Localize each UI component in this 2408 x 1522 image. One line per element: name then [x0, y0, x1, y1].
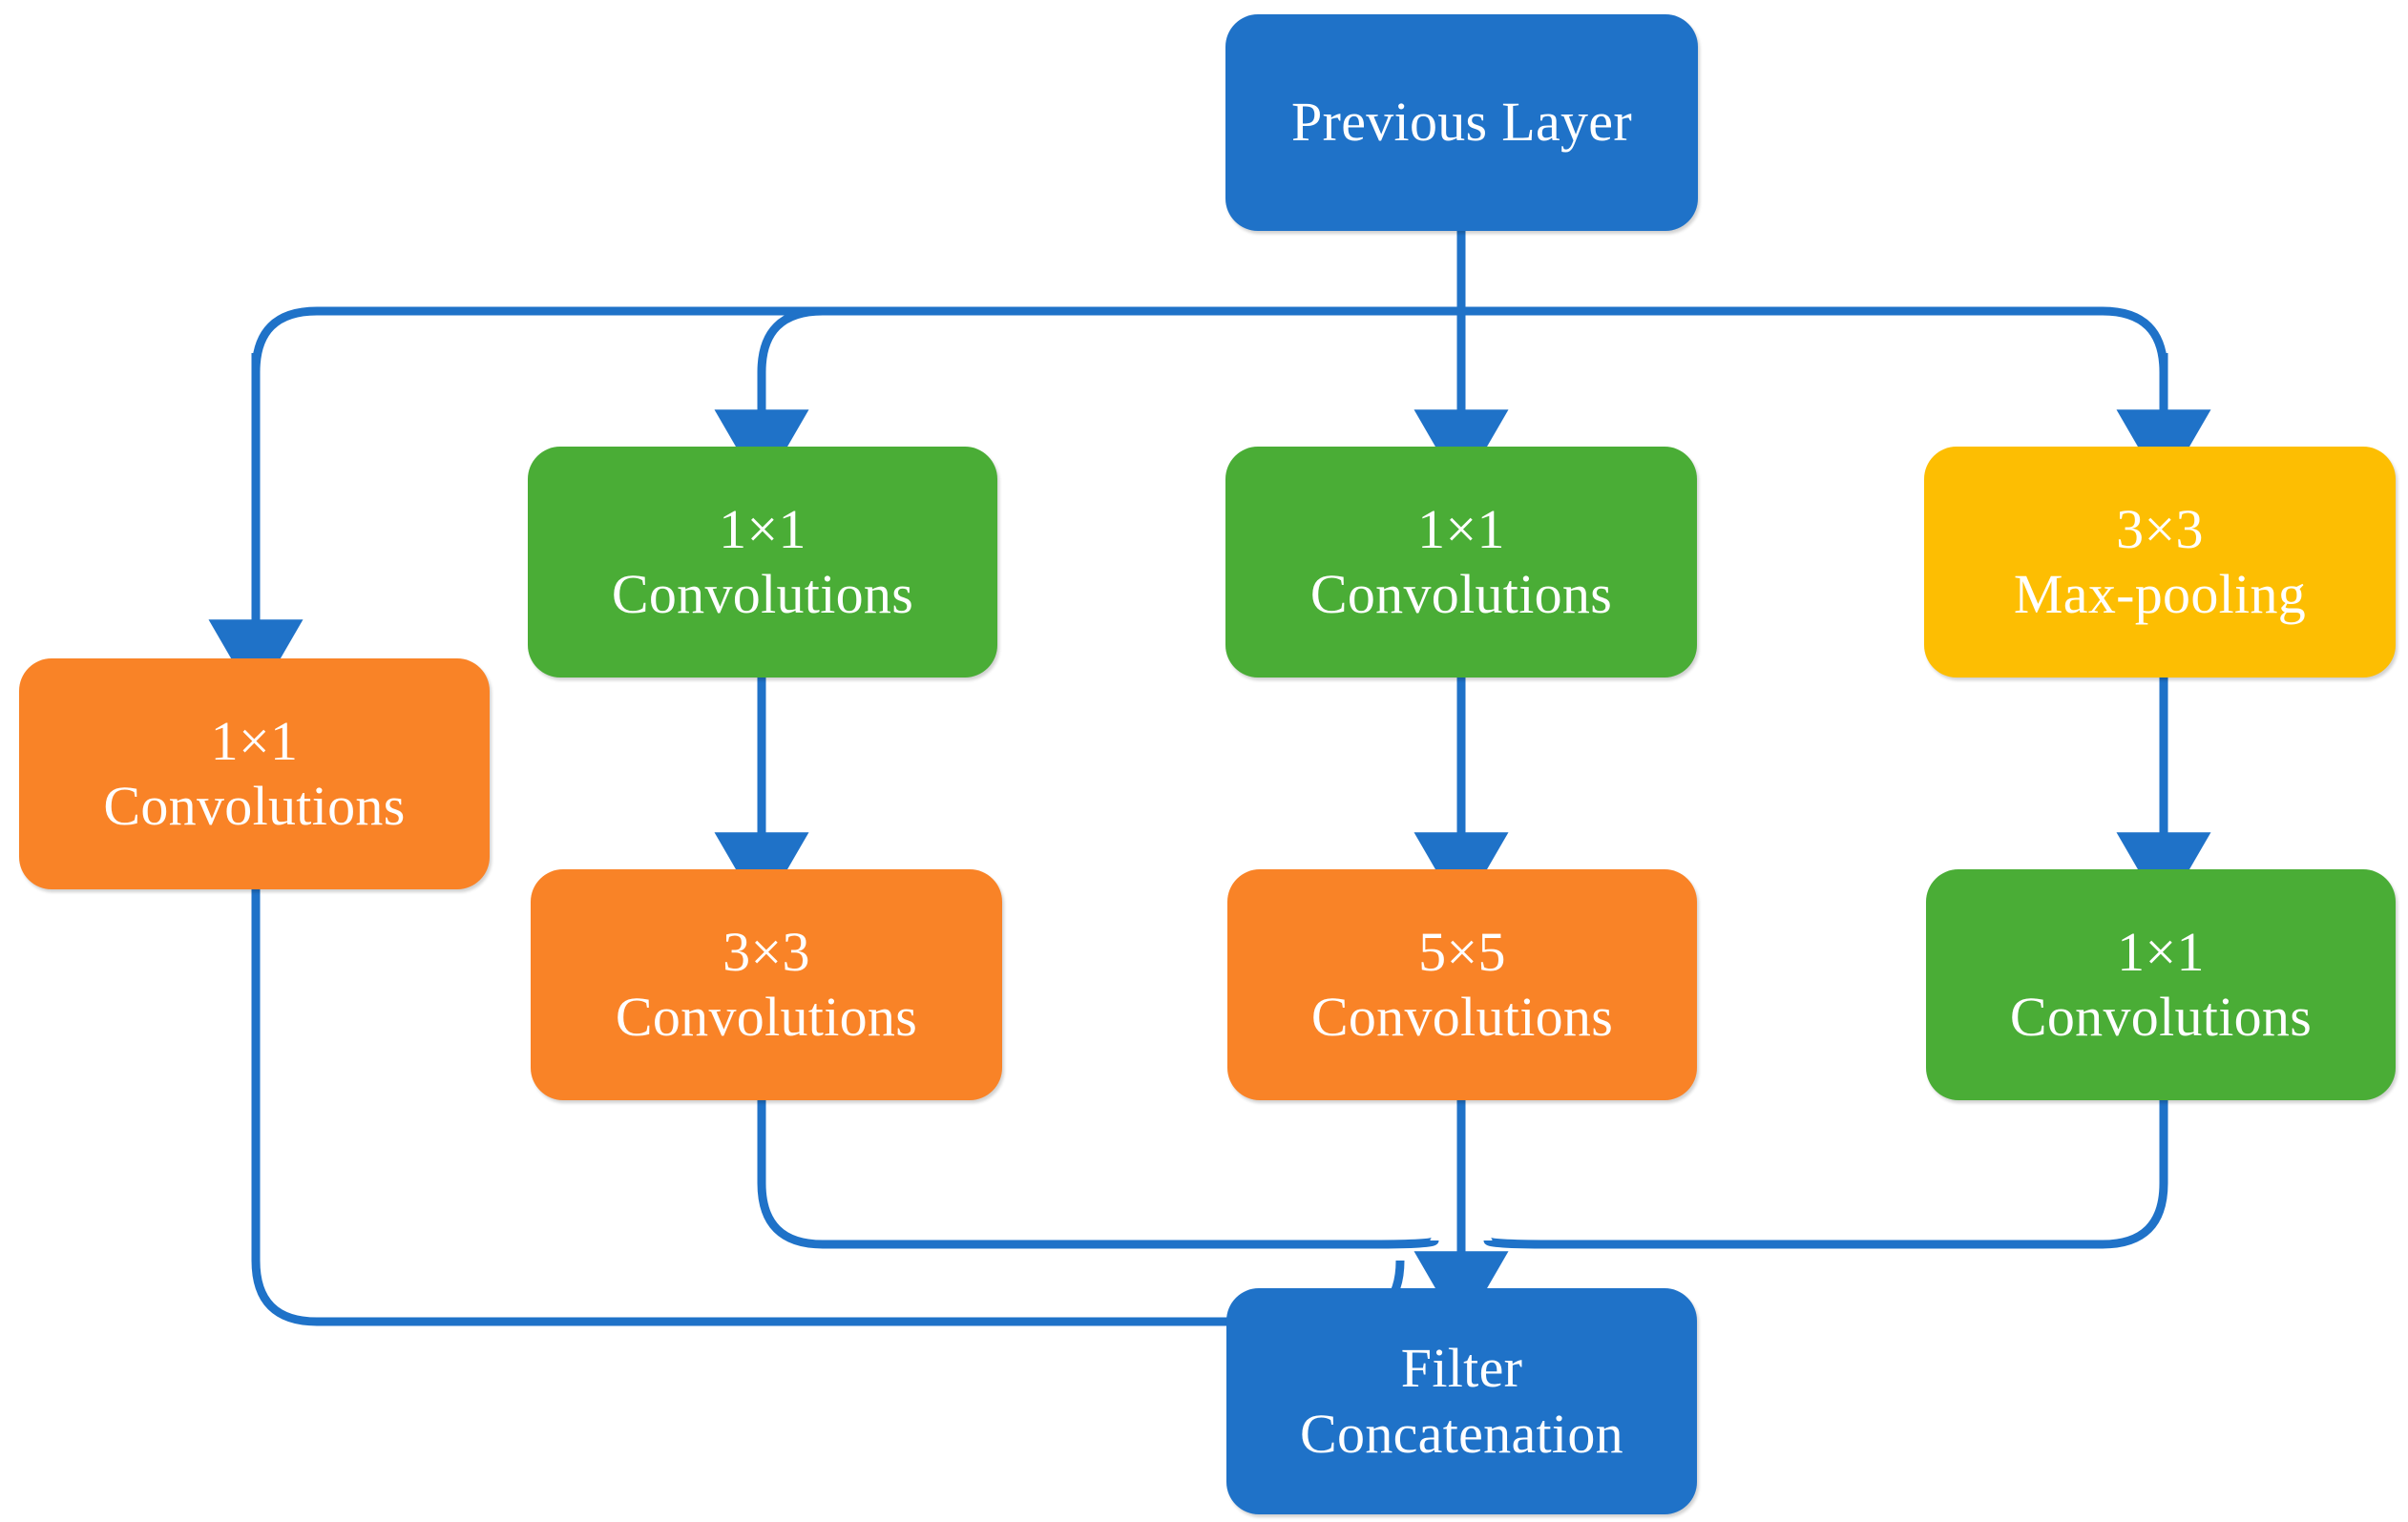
node-label: 3×3 Convolutions [615, 920, 918, 1048]
node-branch4-1x1-conv[interactable]: 1×1 Convolutions [1926, 869, 2396, 1100]
edge-split-bus [251, 306, 2168, 373]
edge-bus-to-1x1-green-left [714, 306, 824, 491]
node-branch2-3x3-conv[interactable]: 3×3 Convolutions [531, 869, 1002, 1100]
node-previous-layer[interactable]: Previous Layer [1225, 14, 1698, 231]
edge-3x3-to-merge [757, 1100, 1439, 1249]
node-label: 1×1 Convolutions [2009, 920, 2313, 1048]
node-branch2-1x1-conv[interactable]: 1×1 Convolutions [528, 447, 997, 678]
edge-right-1x1-to-merge [1483, 1100, 2168, 1249]
node-label: 1×1 Convolutions [611, 497, 914, 625]
node-filter-concatenation[interactable]: Filter Concatenation [1226, 1288, 1697, 1514]
node-branch3-1x1-conv[interactable]: 1×1 Convolutions [1225, 447, 1697, 678]
node-label: Filter Concatenation [1300, 1337, 1623, 1465]
node-branch4-3x3-maxpool[interactable]: 3×3 Max-pooling [1924, 447, 2396, 678]
node-branch3-5x5-conv[interactable]: 5×5 Convolutions [1227, 869, 1697, 1100]
node-label: 1×1 Convolutions [103, 709, 406, 837]
node-label: Previous Layer [1291, 91, 1632, 154]
node-label: 5×5 Convolutions [1310, 920, 1614, 1048]
node-branch1-1x1-conv[interactable]: 1×1 Convolutions [19, 658, 490, 889]
node-label: 1×1 Convolutions [1309, 497, 1613, 625]
node-label: 3×3 Max-pooling [2013, 497, 2307, 625]
